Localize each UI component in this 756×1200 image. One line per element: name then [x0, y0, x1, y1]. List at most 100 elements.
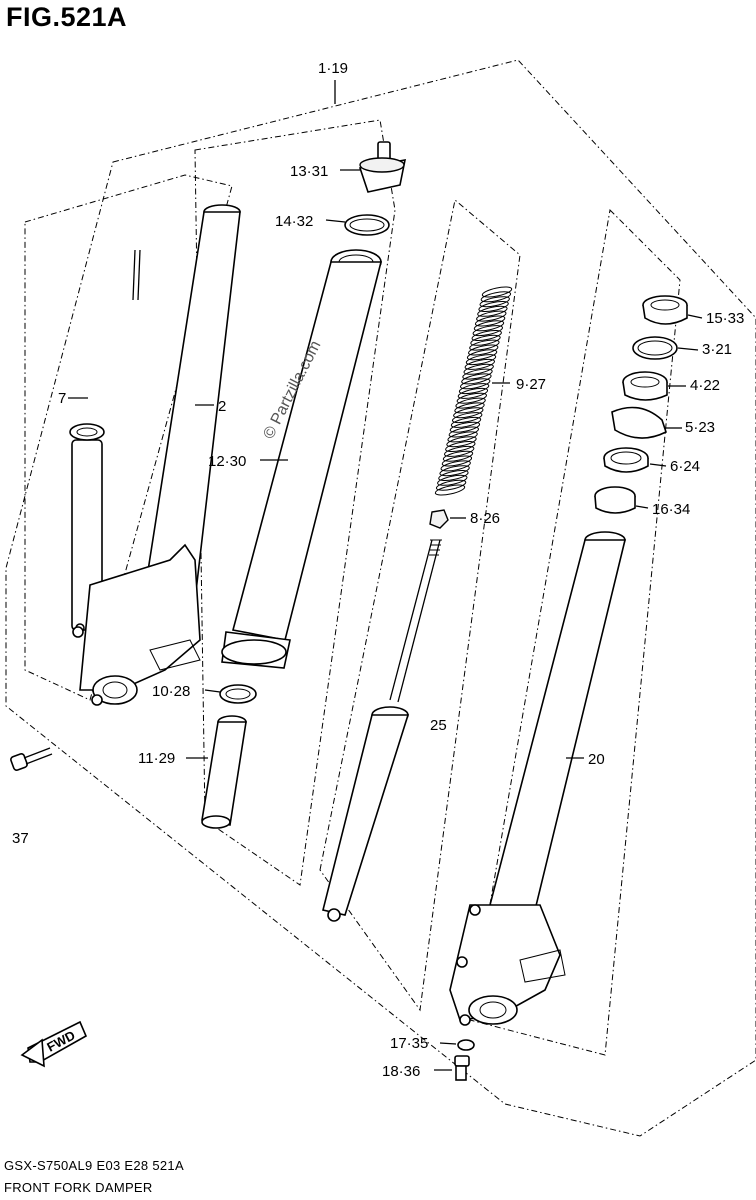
spring-coil — [448, 426, 479, 438]
spring-coil — [444, 445, 475, 457]
group-boundary-damper — [319, 199, 521, 1012]
group-boundary-left-tube — [24, 174, 233, 701]
spring-coil — [471, 329, 502, 342]
spring-coil — [466, 349, 498, 361]
spring-coil — [476, 310, 507, 322]
part-7-inner-tube — [69, 249, 141, 633]
part-15-dust-seal — [642, 295, 688, 325]
spring-coil — [473, 320, 505, 332]
spring-coil — [480, 291, 512, 303]
spring-coil — [470, 334, 501, 346]
part-14-o-ring — [344, 214, 390, 236]
spring-coil — [469, 339, 500, 351]
spring-coil — [440, 460, 471, 472]
label-15-33: 15·33 — [706, 310, 744, 327]
spring-coil — [458, 383, 490, 395]
part-12-outer-tube — [221, 249, 383, 669]
label-12-30: 12·30 — [208, 453, 246, 470]
part-10-seal — [219, 684, 257, 704]
label-8-26: 8·26 — [470, 510, 500, 527]
spring-coil — [478, 300, 509, 313]
spring-coil — [460, 378, 491, 390]
part-18-bolt — [454, 1055, 470, 1081]
label-2: 2 — [218, 398, 226, 415]
spring-coil — [447, 431, 478, 443]
spring-coil — [477, 305, 508, 317]
part-6-washer — [603, 447, 649, 473]
spring-coil — [442, 450, 474, 462]
part-11-cylinder — [201, 715, 247, 829]
label-14-32: 14·32 — [275, 213, 313, 230]
part-8-nut — [429, 509, 449, 529]
label-4-22: 4·22 — [690, 377, 720, 394]
part-25-damper-rod — [322, 539, 442, 922]
spring-coil — [457, 387, 489, 399]
leader-16-34 — [635, 505, 649, 509]
part-9-spring — [434, 286, 513, 496]
part-13-cap-bolt — [358, 141, 407, 193]
spring-coil — [437, 474, 468, 486]
spring-coil — [454, 402, 485, 414]
spring-coil — [453, 407, 484, 419]
part-20-outer-tube — [449, 531, 627, 1026]
part-4-oil-seal — [622, 371, 668, 401]
part-3-stopper-ring — [632, 336, 678, 360]
label-1-19: 1·19 — [318, 60, 348, 77]
leader-15-33 — [687, 314, 703, 319]
spring-coil — [441, 455, 473, 467]
spring-coil — [455, 397, 486, 409]
spring-coil — [435, 479, 467, 491]
part-5-clip — [611, 406, 667, 439]
label-18-36: 18·36 — [382, 1063, 420, 1080]
spring-coil — [446, 436, 477, 448]
spring-coil — [462, 368, 493, 380]
part-2-outer-tube — [72, 204, 241, 706]
label-17-35: 17·35 — [390, 1035, 428, 1052]
leader-14-32 — [325, 219, 346, 223]
footer-code: GSX-S750AL9 E03 E28 521A — [4, 1158, 184, 1173]
spring-coil — [472, 325, 503, 337]
label-9-27: 9·27 — [516, 376, 546, 393]
label-25: 25 — [430, 717, 447, 734]
leader-17-35 — [439, 1042, 457, 1045]
leader-6-24 — [649, 463, 667, 467]
spring-coil — [464, 358, 495, 370]
label-13-31: 13·31 — [290, 163, 328, 180]
spring-coil — [463, 363, 494, 375]
spring-coil — [481, 286, 513, 298]
label-7: 7 — [58, 390, 66, 407]
label-20: 20 — [588, 751, 605, 768]
label-37: 37 — [12, 830, 29, 847]
label-3-21: 3·21 — [702, 341, 732, 358]
figure-title: FIG.521A — [6, 2, 128, 32]
assembly-boundary — [5, 59, 756, 1137]
spring-coil — [434, 484, 466, 496]
spring-coil — [468, 344, 499, 356]
spring-coil — [450, 416, 482, 428]
spring-coil — [461, 373, 492, 385]
spring-coil — [445, 440, 476, 453]
fwd-arrow-icon: FWD — [20, 1020, 88, 1068]
label-11-29: 11·29 — [138, 750, 175, 767]
label-6-24: 6·24 — [670, 458, 700, 475]
spring-coil — [465, 354, 497, 366]
spring-coil — [479, 296, 510, 308]
part-17-gasket — [457, 1039, 475, 1051]
part-37-bolt — [10, 747, 53, 771]
leader-10-28 — [204, 689, 221, 693]
spring-coil — [439, 465, 470, 477]
part-16-bushing — [594, 486, 636, 514]
footer-name: FRONT FORK DAMPER — [4, 1180, 153, 1195]
spring-coil — [438, 469, 469, 482]
leader-3-21 — [677, 347, 699, 351]
label-16-34: 16·34 — [652, 501, 690, 518]
label-10-28: 10·28 — [152, 683, 190, 700]
spring-coil — [449, 421, 481, 433]
spring-coil — [452, 412, 483, 424]
group-boundary-right-tube — [469, 208, 681, 1056]
label-5-23: 5·23 — [685, 419, 715, 436]
spring-coil — [456, 392, 487, 404]
spring-coil — [474, 315, 506, 327]
